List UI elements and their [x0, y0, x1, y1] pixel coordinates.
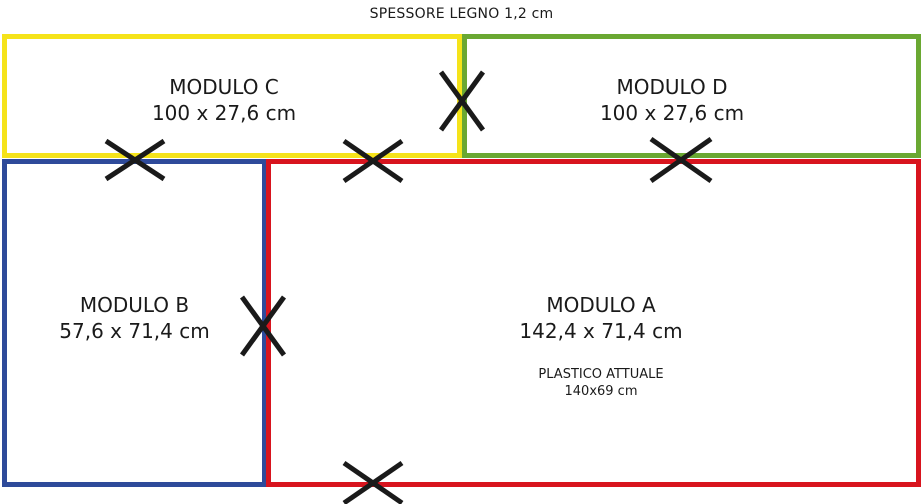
joint-cross-mark — [104, 138, 166, 182]
module-a-dims: 142,4 x 71,4 cm — [519, 319, 683, 343]
module-d-name: MODULO D — [616, 75, 728, 99]
module-c-label: MODULO C 100 x 27,6 cm — [2, 74, 446, 126]
joint-cross-mark — [649, 136, 713, 184]
joint-cross-mark — [342, 138, 404, 184]
module-c-name: MODULO C — [169, 75, 279, 99]
wood-thickness-label: SPESSORE LEGNO 1,2 cm — [369, 6, 554, 22]
module-a-label: MODULO A 142,4 x 71,4 cm — [266, 292, 923, 344]
module-a-outline — [266, 159, 921, 487]
module-b-dims: 57,6 x 71,4 cm — [59, 319, 210, 343]
joint-cross-mark — [239, 295, 287, 357]
module-a-name: MODULO A — [546, 293, 656, 317]
module-d-label: MODULO D 100 x 27,6 cm — [462, 74, 882, 126]
module-d-dims: 100 x 27,6 cm — [599, 101, 745, 125]
current-plastic-dims: 140x69 cm — [564, 384, 638, 399]
joint-cross-mark — [438, 70, 486, 132]
joint-cross-mark — [342, 460, 404, 504]
current-plastic-title: PLASTICO ATTUALE — [538, 367, 664, 382]
module-c-dims: 100 x 27,6 cm — [151, 101, 297, 125]
module-b-name: MODULO B — [79, 293, 190, 317]
current-plastic-note: PLASTICO ATTUALE 140x69 cm — [266, 366, 923, 400]
module-b-label: MODULO B 57,6 x 71,4 cm — [2, 292, 267, 344]
